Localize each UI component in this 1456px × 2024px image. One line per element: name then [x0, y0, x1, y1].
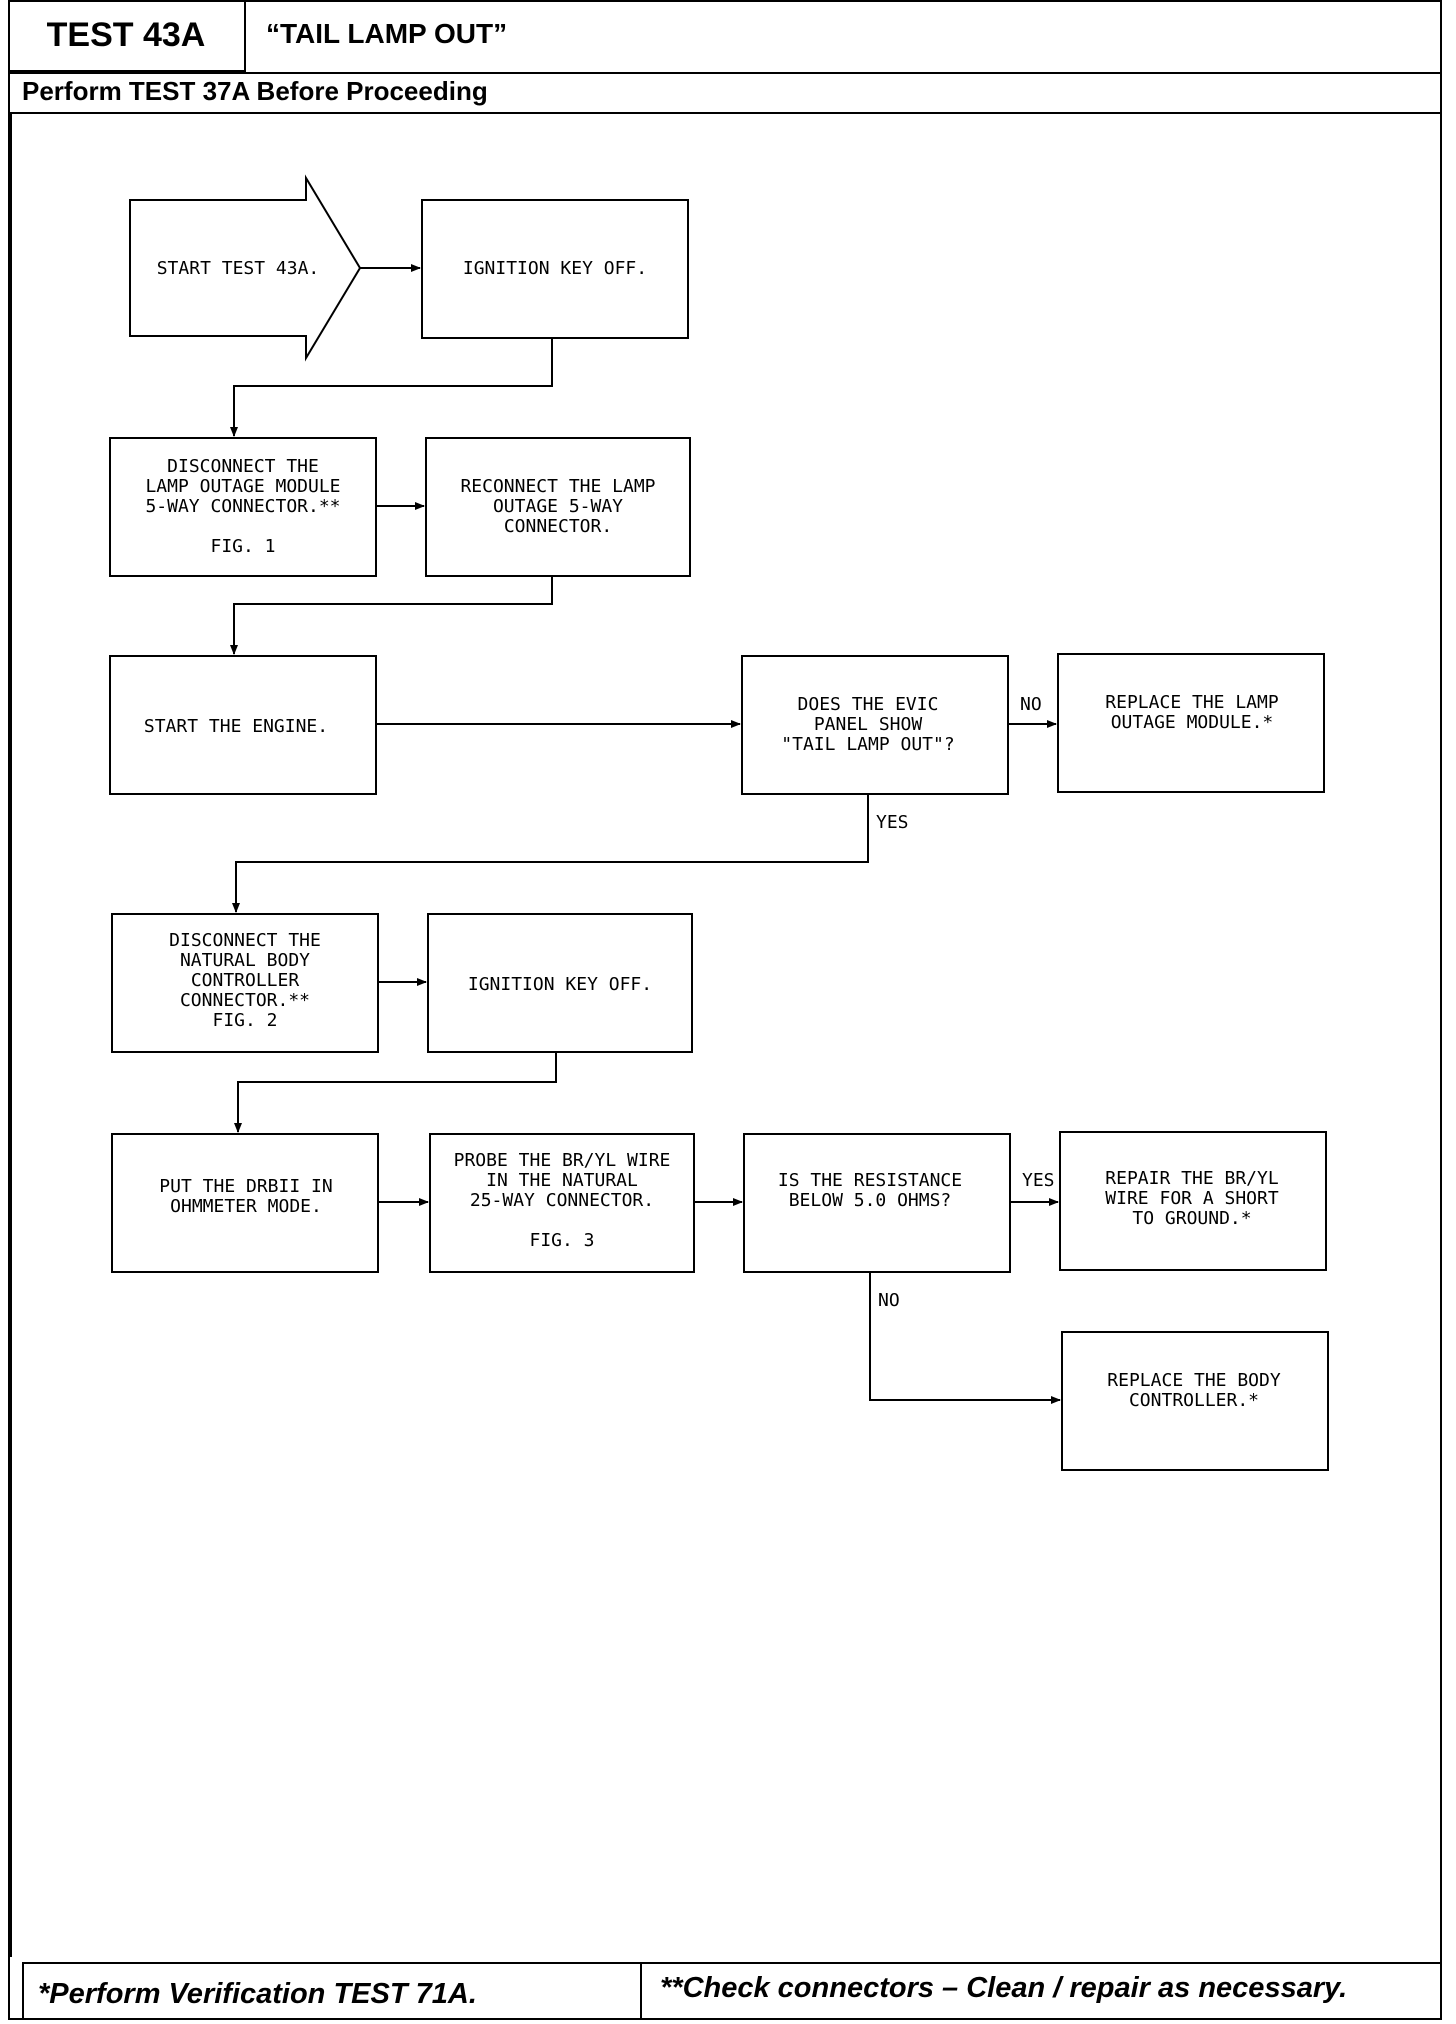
header-divider — [8, 72, 1442, 74]
footer-verification-note: *Perform Verification TEST 71A. — [38, 1978, 477, 2010]
step-text-line: CONNECTOR.** — [180, 990, 310, 1011]
step-text-line: CONNECTOR. — [504, 516, 612, 537]
prerequisite-note: Perform TEST 37A Before Proceeding — [22, 76, 488, 106]
step-text-line: PUT THE DRBII IN — [159, 1176, 332, 1197]
footer-connector-note: **Check connectors – Clean / repair as n… — [660, 1972, 1348, 2004]
label-yes-resist: YES — [1022, 1170, 1055, 1191]
step-drbii-box — [111, 1133, 379, 1273]
step-text-line: CONTROLLER.* — [1129, 1390, 1259, 1411]
step-text-line: START TEST 43A. — [157, 258, 320, 279]
step-text-line: TO GROUND.* — [1132, 1208, 1251, 1229]
step-ign-off-1-text: IGNITION KEY OFF. — [463, 258, 647, 279]
step-text-line: LAMP OUTAGE MODULE — [145, 476, 340, 497]
step-text-line: DISCONNECT THE — [169, 930, 321, 951]
step-text-line: "TAIL LAMP OUT"? — [781, 734, 954, 755]
connector-reconnect-to-start-engine — [230, 576, 553, 655]
step-disc-lamp-box — [109, 437, 377, 577]
step-text-line: 25-WAY CONNECTOR. — [470, 1190, 654, 1211]
step-text-line: REPAIR THE BR/YL — [1105, 1168, 1279, 1189]
subheader-divider — [8, 112, 1442, 114]
step-text-line: REPLACE THE BODY — [1107, 1370, 1281, 1391]
connector-evic-yes — [232, 794, 869, 913]
step-text-line: FIG. 1 — [210, 536, 275, 557]
step-start-engine-text: START THE ENGINE. — [144, 716, 328, 737]
connector-ign-to-disc — [230, 338, 553, 437]
step-disc-body-box — [111, 913, 379, 1053]
step-text-line: BELOW 5.0 OHMS? — [789, 1190, 952, 1211]
step-text-line: FIG. 2 — [212, 1010, 277, 1031]
footer-box — [22, 1962, 1442, 2020]
label-no-resist: NO — [878, 1290, 900, 1311]
step-text-line: IGNITION KEY OFF. — [468, 974, 652, 995]
step-probe-box — [429, 1133, 695, 1273]
step-text-line: IS THE RESISTANCE — [778, 1170, 962, 1191]
step-text-line: DOES THE EVIC — [798, 694, 939, 715]
step-ign-off-1-box — [421, 199, 689, 339]
step-text-line: IN THE NATURAL — [486, 1170, 638, 1191]
step-text-line: WIRE FOR A SHORT — [1105, 1188, 1279, 1209]
border-right-inner — [1440, 112, 1442, 1957]
step-text-line: DISCONNECT THE — [167, 456, 319, 477]
step-text-line: IGNITION KEY OFF. — [463, 258, 647, 279]
connector-ign2-to-drbii — [234, 1052, 557, 1133]
step-text-line: PANEL SHOW — [814, 714, 923, 735]
step-reconnect-box — [425, 437, 691, 577]
step-text-line: NATURAL BODY — [180, 950, 310, 971]
step-text-line: 5-WAY CONNECTOR.** — [145, 496, 340, 517]
step-start-engine-box — [109, 655, 377, 795]
test-id: TEST 43A — [8, 0, 246, 72]
label-no-evic: NO — [1020, 694, 1042, 715]
decision-resistance-box — [743, 1133, 1011, 1273]
step-replace-lamp-box — [1057, 653, 1325, 793]
test-title: “TAIL LAMP OUT” — [266, 18, 508, 49]
step-text-line: REPLACE THE LAMP — [1105, 692, 1279, 713]
step-text-line: RECONNECT THE LAMP — [460, 476, 655, 497]
step-text-line: CONTROLLER — [191, 970, 300, 991]
step-replace-body-box — [1061, 1331, 1329, 1471]
decision-evic-box — [741, 655, 1009, 795]
start-arrow-shape — [129, 174, 362, 362]
footer-divider — [640, 1962, 642, 2020]
connector-resist-no — [869, 1272, 1061, 1404]
step-repair-box — [1059, 1131, 1327, 1271]
step-ign-off-2-text: IGNITION KEY OFF. — [468, 974, 652, 995]
step-text-line: OHMMETER MODE. — [170, 1196, 322, 1217]
step-start-text: START TEST 43A. — [157, 258, 320, 279]
step-text-line: OUTAGE 5-WAY — [493, 496, 623, 517]
step-text-line: FIG. 3 — [529, 1230, 594, 1251]
label-yes-evic: YES — [876, 812, 909, 833]
step-start: START TEST 43A. — [157, 258, 320, 279]
step-text-line: START THE ENGINE. — [144, 716, 328, 737]
step-ign-off-2-box — [427, 913, 693, 1053]
border-left-inner — [10, 112, 12, 1957]
step-text-line: OUTAGE MODULE.* — [1111, 712, 1274, 733]
step-text-line: PROBE THE BR/YL WIRE — [454, 1150, 671, 1171]
